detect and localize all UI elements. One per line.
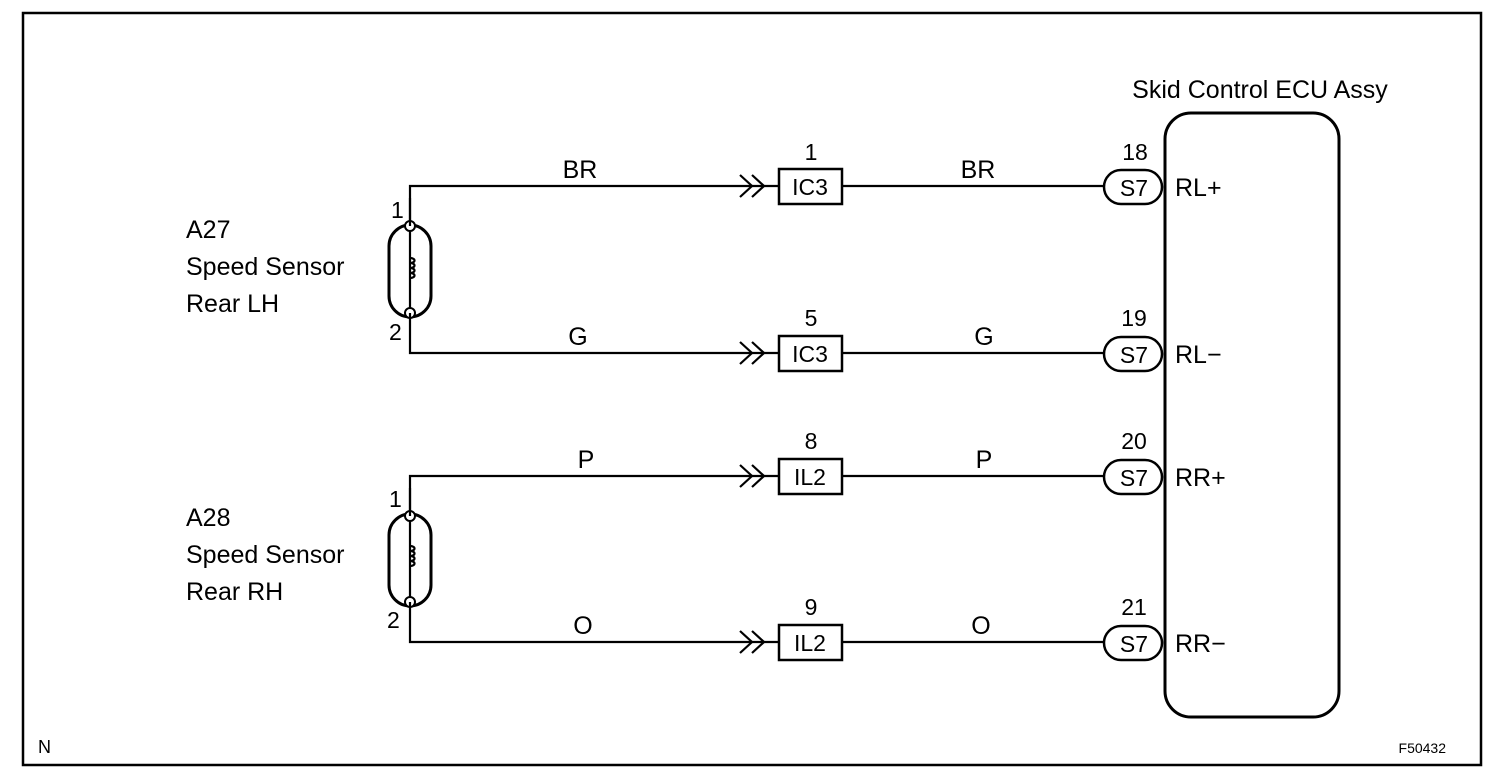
coil-icon [409,256,416,280]
ecu-terminal: RR− [1175,630,1226,658]
wire-rr-plus: P IL2 8 P S7 20 RR+ [408,428,1226,516]
wire-color-label: BR [563,156,598,184]
sensor-pin-top: 1 [391,197,404,223]
ecu-connector-label: S7 [1120,631,1148,657]
ecu-terminal: RL+ [1175,174,1222,202]
sensor-a27: A27 Speed Sensor Rear LH 1 2 [186,197,433,345]
wire-segment [408,474,779,516]
coil-icon [409,544,416,568]
sensor-a28: A28 Speed Sensor Rear RH 1 2 [186,486,433,633]
chevron-icon [739,341,754,365]
junction-pin: 5 [805,305,818,331]
wire-segment [408,184,779,226]
wire-segment [408,602,779,644]
corner-mark: N [38,737,51,757]
wire-color-label: BR [961,156,996,184]
sensor-pin-bottom: 2 [387,607,400,633]
ecu-connector-label: S7 [1120,465,1148,491]
chevron-icon [751,341,766,365]
wire-rr-minus: O IL2 9 O S7 21 RR− [408,594,1226,662]
junction-pin: 1 [805,139,818,165]
wire-color-label: O [573,612,592,640]
wire-segment [408,313,779,355]
ecu-connector [1102,624,1164,662]
diagram-frame [21,11,1483,767]
wire-color-label: P [976,446,993,474]
ecu-pin: 20 [1121,428,1147,454]
ecu-title: Skid Control ECU Assy [1132,76,1388,104]
ecu-box [1163,111,1341,719]
chevron-icon [739,464,754,488]
sensor-name: Speed Sensor [186,541,344,569]
ecu-connector [1102,335,1164,373]
junction-label: IC3 [792,174,828,200]
sensor-pin-bottom: 2 [389,319,402,345]
chevron-icon [751,630,766,654]
junction-pin: 8 [805,428,818,454]
junction-label: IC3 [792,341,828,367]
wire-color-label: G [974,323,993,351]
chevron-icon [751,464,766,488]
ecu-connector-label: S7 [1120,175,1148,201]
junction-label: IL2 [794,630,826,656]
ecu-pin: 18 [1122,139,1148,165]
junction-label: IL2 [794,464,826,490]
wire-color-label: P [578,446,595,474]
wire-color-label: G [568,323,587,351]
ecu-pin: 21 [1121,594,1147,620]
wire-rl-plus: BR IC3 1 BR S7 18 RL+ [408,139,1222,226]
sensor-name: Speed Sensor [186,253,344,281]
sensor-location: Rear RH [186,578,283,606]
junction-pin: 9 [805,594,818,620]
figure-id: F50432 [1399,740,1447,756]
ecu-connector [1102,458,1164,496]
wire-color-label: O [971,612,990,640]
chevron-icon [739,174,754,198]
sensor-pin-top: 1 [389,486,402,512]
chevron-icon [751,174,766,198]
sensor-code: A27 [186,216,230,244]
ecu-connector-label: S7 [1120,342,1148,368]
ecu-pin: 19 [1121,305,1147,331]
chevron-icon [739,630,754,654]
ecu-connector [1102,168,1164,206]
sensor-code: A28 [186,504,230,532]
wire-rl-minus: G IC3 5 G S7 19 RL− [408,305,1222,373]
ecu-terminal: RR+ [1175,464,1226,492]
ecu-terminal: RL− [1175,341,1222,369]
sensor-location: Rear LH [186,290,279,318]
